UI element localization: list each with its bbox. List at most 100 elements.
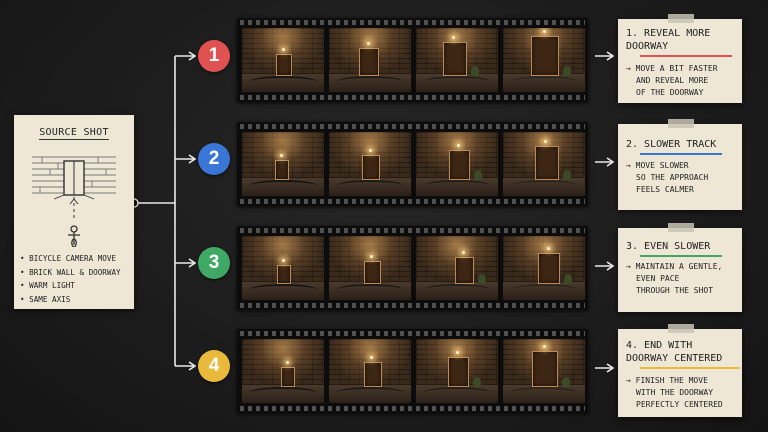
film-perforations: [240, 199, 585, 204]
plant-icon: [472, 377, 481, 387]
film-frame: [416, 28, 498, 92]
result-arrows: [595, 51, 615, 373]
source-shot-card: SOURCE SHOT BICYCLE CAMERA MOVE BRICK WA…: [14, 115, 134, 309]
bicycle-icon: [68, 225, 80, 247]
bullet-item: SAME AXIS: [20, 293, 121, 307]
variant-1-badge: 1: [198, 40, 230, 72]
doorway-icon: [276, 54, 292, 76]
film-frame: [503, 236, 585, 300]
film-frame: [416, 339, 498, 403]
film-frame: [503, 339, 585, 403]
doorway-icon: [449, 150, 471, 180]
doorway-icon: [362, 155, 380, 180]
variant-3-badge: 3: [198, 247, 230, 279]
doorway-icon: [538, 253, 561, 284]
film-strip-4: [237, 329, 588, 413]
film-frame: [242, 132, 324, 196]
film-strip-2: [237, 122, 588, 206]
film-strip-3: [237, 226, 588, 310]
plant-icon: [562, 377, 570, 387]
doorway-icon: [363, 362, 382, 387]
doorway-icon: [277, 265, 291, 284]
film-perforations: [240, 303, 585, 308]
variant-2-badge: 2: [198, 143, 230, 175]
doorway-icon: [364, 261, 382, 284]
handlebar-icon: [335, 76, 405, 88]
note-underline: [640, 153, 722, 155]
note-title: 3. EVEN SLOWER: [626, 241, 711, 252]
film-frame: [503, 28, 585, 92]
tape-icon: [668, 223, 694, 232]
handlebar-icon: [248, 180, 318, 192]
film-frame: [329, 132, 411, 196]
film-perforations: [240, 406, 585, 411]
variant-note-3: 3. EVEN SLOWER → MAINTAIN A GENTLE,EVEN …: [618, 223, 742, 312]
note-underline: [640, 367, 740, 369]
plant-icon: [470, 66, 479, 76]
film-frame: [329, 28, 411, 92]
handlebar-icon: [509, 284, 579, 296]
handlebar-icon: [335, 284, 405, 296]
film-frame: [416, 236, 498, 300]
plant-icon: [564, 274, 573, 284]
handlebar-icon: [248, 76, 318, 88]
doorway-icon: [531, 36, 559, 76]
doorway-icon: [532, 351, 558, 387]
film-strip-1: [237, 18, 588, 102]
tape-icon: [668, 119, 694, 128]
handlebar-icon: [335, 387, 405, 399]
handlebar-icon: [248, 387, 318, 399]
plant-icon: [478, 274, 487, 284]
handlebar-icon: [422, 180, 492, 192]
handlebar-icon: [509, 180, 579, 192]
doorway-icon: [455, 257, 475, 284]
film-frame: [242, 339, 324, 403]
film-frame: [329, 339, 411, 403]
doorway-icon: [447, 357, 469, 387]
film-perforations: [240, 95, 585, 100]
handlebar-icon: [422, 284, 492, 296]
doorway-icon: [359, 48, 380, 76]
handlebar-icon: [248, 284, 318, 296]
variant-4-badge: 4: [198, 350, 230, 382]
film-frame: [242, 28, 324, 92]
note-title: 2. SLOWER TRACK: [626, 139, 717, 150]
film-perforations: [240, 228, 585, 233]
film-frame: [329, 236, 411, 300]
film-frame: [503, 132, 585, 196]
doorway-icon: [442, 42, 467, 76]
note-underline: [640, 55, 732, 57]
plant-icon: [562, 170, 571, 180]
doorway-icon: [281, 367, 296, 387]
film-frame: [242, 236, 324, 300]
tape-icon: [668, 14, 694, 23]
bullet-item: WARM LIGHT: [20, 279, 121, 293]
plant-icon: [563, 66, 571, 76]
film-perforations: [240, 331, 585, 336]
handlebar-icon: [422, 76, 492, 88]
tape-icon: [668, 324, 694, 333]
handlebar-icon: [509, 76, 579, 88]
bullet-item: BICYCLE CAMERA MOVE: [20, 252, 121, 266]
doorway-sketch-icon: [32, 156, 116, 247]
source-shot-bullets: BICYCLE CAMERA MOVE BRICK WALL & DOORWAY…: [20, 252, 121, 307]
film-perforations: [240, 124, 585, 129]
plant-icon: [474, 170, 483, 180]
bullet-item: BRICK WALL & DOORWAY: [20, 266, 120, 280]
branch-arrows: [175, 51, 197, 371]
film-frame: [416, 132, 498, 196]
handlebar-icon: [335, 180, 405, 192]
handlebar-icon: [509, 387, 579, 399]
note-underline: [640, 255, 722, 257]
film-perforations: [240, 20, 585, 25]
doorway-icon: [275, 160, 290, 180]
handlebar-icon: [422, 387, 492, 399]
source-shot-title: SOURCE SHOT: [39, 127, 109, 140]
